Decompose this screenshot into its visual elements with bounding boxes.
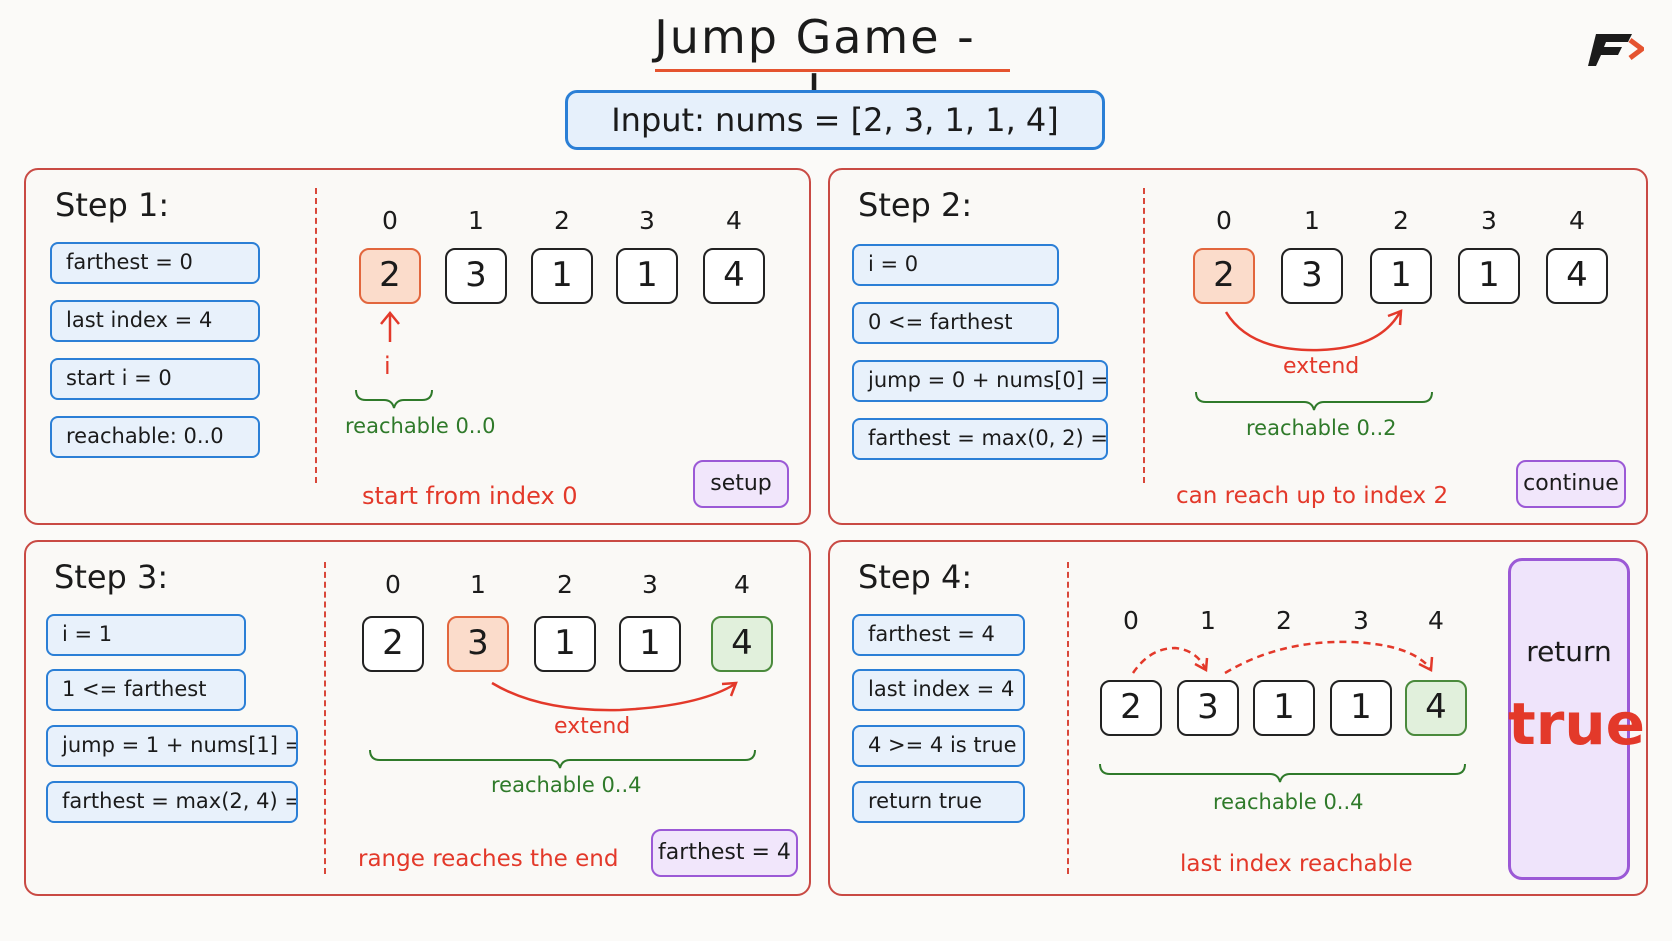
- step4-var-return: return true: [852, 781, 1025, 823]
- return-label: return: [1526, 635, 1612, 668]
- step4-divider: [1067, 562, 1069, 874]
- step3-cell: 2: [362, 616, 424, 672]
- title-underline: [655, 69, 1010, 72]
- f-logo-icon: [1588, 34, 1644, 66]
- step2-cell-current: 2: [1193, 248, 1255, 304]
- step4-caption: last index reachable: [1180, 851, 1413, 877]
- step3-cell: 1: [534, 616, 596, 672]
- step1-reachable-label: reachable 0..0: [345, 414, 496, 438]
- step3-extend-label: extend: [554, 714, 631, 739]
- step3-caption: range reaches the end: [358, 846, 619, 872]
- step2-cell: 4: [1546, 248, 1608, 304]
- step3-index: 3: [642, 570, 658, 599]
- step3-reachable-label: reachable 0..4: [491, 773, 642, 797]
- step4-cell: 1: [1253, 680, 1315, 736]
- step3-var-condition: 1 <= farthest: [46, 669, 246, 711]
- step1-index: 1: [468, 206, 484, 235]
- step2-reachable-label: reachable 0..2: [1246, 416, 1397, 440]
- step4-cell-target: 4: [1405, 680, 1467, 736]
- step1-var-start-i: start i = 0: [50, 358, 260, 400]
- step2-index: 1: [1304, 206, 1320, 235]
- step2-badge-continue: continue: [1516, 460, 1626, 508]
- step4-title: Step 4:: [858, 558, 973, 596]
- step1-title: Step 1:: [55, 186, 170, 224]
- step2-cell: 1: [1458, 248, 1520, 304]
- step3-index: 4: [734, 570, 750, 599]
- step2-divider: [1143, 188, 1145, 483]
- input-box: Input: nums = [2, 3, 1, 1, 4]: [565, 90, 1105, 150]
- step1-caption: start from index 0: [362, 482, 578, 510]
- step2-index: 3: [1481, 206, 1497, 235]
- step4-cell: 3: [1177, 680, 1239, 736]
- step4-var-farthest: farthest = 4: [852, 614, 1025, 656]
- step1-var-last-index: last index = 4: [50, 300, 260, 342]
- step3-index: 2: [557, 570, 573, 599]
- step1-cell: 1: [616, 248, 678, 304]
- step3-cell-current: 3: [447, 616, 509, 672]
- return-panel: [1508, 558, 1630, 880]
- step2-index: 0: [1216, 206, 1232, 235]
- step4-index: 4: [1428, 606, 1444, 635]
- step3-title: Step 3:: [54, 558, 169, 596]
- step3-var-jump: jump = 1 + nums[1] = 4: [46, 725, 298, 767]
- step1-index: 4: [726, 206, 742, 235]
- step1-var-farthest: farthest = 0: [50, 242, 260, 284]
- step2-extend-label: extend: [1283, 354, 1360, 379]
- step3-index: 0: [385, 570, 401, 599]
- step1-index: 2: [554, 206, 570, 235]
- step3-var-farthest: farthest = max(2, 4) = 4: [46, 781, 298, 823]
- step4-index: 1: [1200, 606, 1216, 635]
- step1-cell: 1: [531, 248, 593, 304]
- step2-panel: [828, 168, 1648, 525]
- step4-index: 2: [1276, 606, 1292, 635]
- step1-panel: [24, 168, 811, 525]
- step3-badge-farthest: farthest = 4: [651, 829, 798, 877]
- step4-var-check: 4 >= 4 is true: [852, 725, 1025, 767]
- step4-index: 0: [1123, 606, 1139, 635]
- step2-index: 4: [1569, 206, 1585, 235]
- step1-cell-current: 2: [359, 248, 421, 304]
- step2-var-i: i = 0: [852, 244, 1059, 286]
- step2-var-farthest: farthest = max(0, 2) = 2: [852, 418, 1108, 460]
- step4-cell: 1: [1330, 680, 1392, 736]
- step2-index: 2: [1393, 206, 1409, 235]
- step1-cell: 3: [445, 248, 507, 304]
- step4-var-last-index: last index = 4: [852, 669, 1025, 711]
- step2-var-condition: 0 <= farthest: [852, 302, 1059, 344]
- step3-var-i: i = 1: [46, 614, 246, 656]
- step3-index: 1: [470, 570, 486, 599]
- step3-cell: 1: [619, 616, 681, 672]
- step4-cell: 2: [1100, 680, 1162, 736]
- step1-badge-setup: setup: [693, 460, 789, 508]
- step1-var-reachable: reachable: 0..0: [50, 416, 260, 458]
- step2-var-jump: jump = 0 + nums[0] = 2: [852, 360, 1108, 402]
- step2-cell: 1: [1370, 248, 1432, 304]
- step1-pointer-label: i: [384, 352, 391, 380]
- step2-cell: 3: [1281, 248, 1343, 304]
- step1-index: 3: [639, 206, 655, 235]
- step1-divider: [315, 188, 317, 483]
- step4-reachable-label: reachable 0..4: [1213, 790, 1364, 814]
- step2-title: Step 2:: [858, 186, 973, 224]
- return-value: true: [1508, 690, 1645, 758]
- step4-index: 3: [1353, 606, 1369, 635]
- step3-divider: [324, 562, 326, 874]
- step3-cell-target: 4: [711, 616, 773, 672]
- step1-cell: 4: [703, 248, 765, 304]
- step2-caption: can reach up to index 2: [1176, 483, 1449, 509]
- step1-index: 0: [382, 206, 398, 235]
